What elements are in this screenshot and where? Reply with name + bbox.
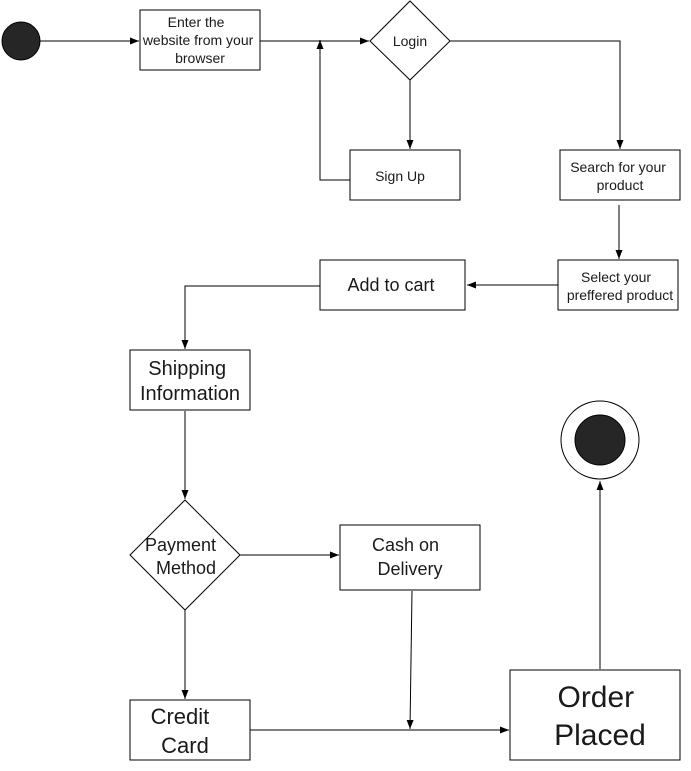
- svg-text:Credit Card: Credit Card: [151, 704, 216, 758]
- sign-up-box: Sign Up: [349, 149, 461, 201]
- sign-up-label: Sign Up: [375, 168, 425, 184]
- credit-card-label-line2: Card: [161, 733, 209, 758]
- payment-method-label-line2: Method: [156, 558, 216, 578]
- select-product-label-line2: preffered product: [567, 287, 673, 303]
- add-to-cart-box: Add to cart: [319, 259, 466, 311]
- cash-on-delivery-label-line1: Cash on: [372, 535, 439, 555]
- select-product-box: Select your preffered product: [557, 259, 679, 311]
- payment-method-label-line1: Payment: [145, 535, 216, 555]
- svg-text:Enter the website from y: Enter the website from your browser: [142, 14, 257, 66]
- login-label: Login: [393, 33, 427, 49]
- svg-text:Search for your product: Search for your product: [570, 159, 670, 193]
- enter-website-label-line3: browser: [175, 50, 225, 66]
- start-node: [1, 21, 41, 61]
- edge-add-to-cart-to-shipping: [181, 285, 320, 349]
- shipping-information-box: Shipping Information: [129, 349, 251, 411]
- order-placed-label-line2: Placed: [554, 719, 646, 752]
- credit-card-box: Credit Card: [129, 699, 251, 761]
- credit-card-label-line1: Credit: [151, 704, 210, 729]
- search-product-label-line1: Search for your: [570, 159, 666, 175]
- order-placed-box: Order Placed: [509, 669, 681, 761]
- svg-text:Shipping Information: Shipping Information: [140, 358, 240, 405]
- search-product-label-line2: product: [597, 177, 644, 193]
- login-decision: Login: [369, 0, 451, 81]
- svg-text:Order Placed: Order Placed: [554, 681, 646, 752]
- shipping-label-line2: Information: [140, 383, 240, 405]
- cash-on-delivery-label-line2: Delivery: [377, 559, 442, 579]
- order-placed-label-line1: Order: [557, 681, 634, 714]
- search-product-box: Search for your product: [559, 149, 681, 201]
- svg-text:Payment Method: Payment Method: [145, 535, 221, 578]
- svg-text:Select your preffered pr: Select your preffered product: [567, 269, 673, 303]
- shipping-label-line1: Shipping: [148, 358, 226, 380]
- edge-login-to-search-product: [450, 40, 624, 149]
- enter-website-label-line2: website from your: [142, 32, 254, 48]
- edge-cash-on-delivery-to-merge: [406, 590, 414, 730]
- select-product-label-line1: Select your: [581, 269, 651, 285]
- cash-on-delivery-box: Cash on Delivery: [339, 524, 481, 591]
- svg-text:Cash on Delivery: Cash on Delivery: [372, 535, 444, 579]
- connectors: [40, 37, 624, 734]
- payment-method-decision: Payment Method: [129, 499, 241, 611]
- add-to-cart-label: Add to cart: [347, 275, 434, 295]
- end-node: [560, 400, 640, 480]
- enter-website-label-line1: Enter the: [168, 14, 225, 30]
- edge-sign-up-to-enter-website: [316, 40, 350, 181]
- enter-website-box: Enter the website from your browser: [139, 9, 261, 71]
